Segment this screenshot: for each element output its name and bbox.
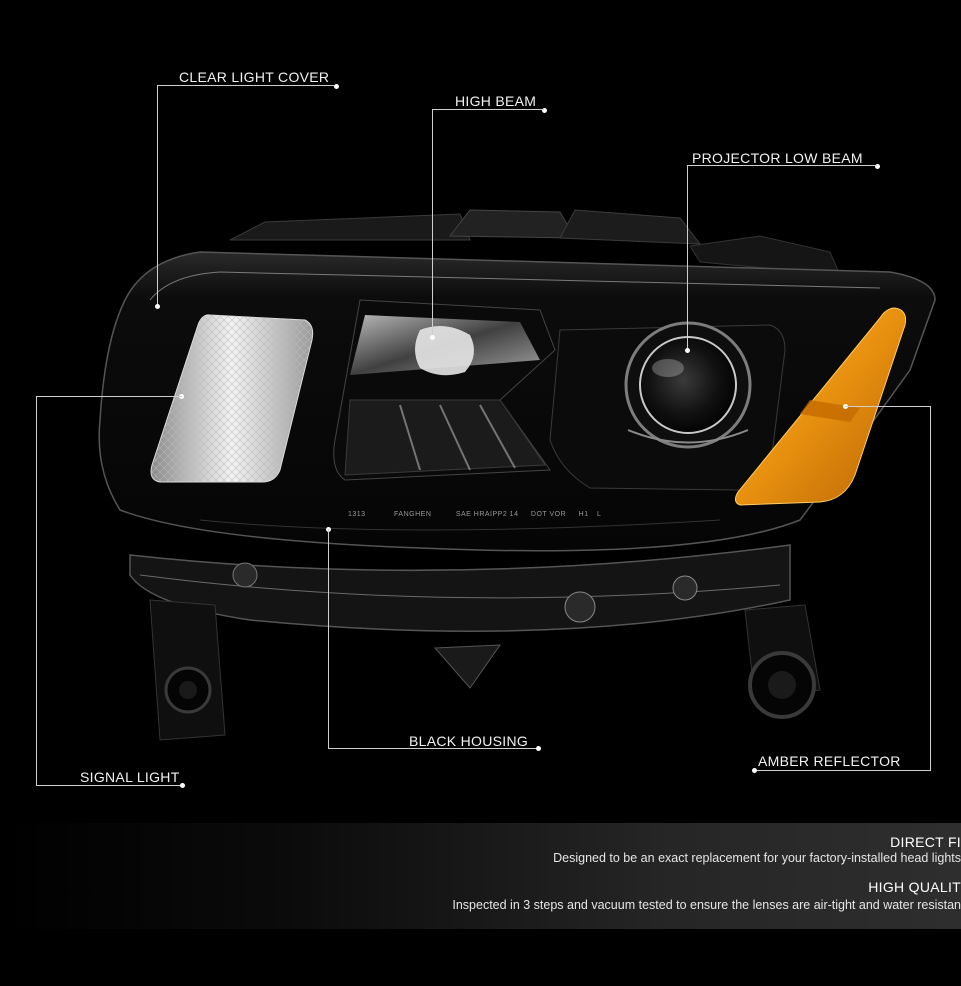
projector-low-beam-dot — [875, 164, 880, 169]
projector-low-beam-end-dot — [685, 348, 690, 353]
marking-code: 1313 — [348, 511, 366, 518]
projector-low-beam-label: PROJECTOR LOW BEAM — [692, 150, 863, 166]
marking-spec: SAE HRAIPP2 14 — [455, 511, 519, 518]
lens-markings: 1313 FANGHEN SAE HRAIPP2 14 DOT VOR H1 L — [348, 511, 601, 518]
feature-banner: DIRECT FI Designed to be an exact replac… — [0, 823, 961, 929]
feature2-title: HIGH QUALIT — [868, 879, 961, 895]
projector-low-beam-line-h — [687, 165, 877, 166]
signal-light-line-h-bottom — [36, 785, 183, 786]
signal-light-dot — [180, 783, 185, 788]
mounting-tabs — [149, 599, 821, 741]
high-beam-label: HIGH BEAM — [455, 93, 537, 109]
high-beam-dot — [542, 108, 547, 113]
marking-side: L — [597, 511, 602, 518]
projector-low-beam — [549, 321, 786, 491]
amber-reflector-dot — [752, 768, 757, 773]
high-beam-line-v — [432, 109, 433, 337]
clear-light-cover-end-dot — [155, 304, 160, 309]
signal-light-line-v — [36, 396, 37, 786]
signal-light-line-h-top — [36, 396, 182, 397]
amber-reflector-line-h-bottom — [756, 770, 931, 771]
feature2-text: Inspected in 3 steps and vacuum tested t… — [452, 898, 961, 912]
clear-light-cover-dot — [334, 84, 339, 89]
marking-maker: FANGHEN — [394, 511, 432, 518]
high-beam-end-dot — [430, 335, 435, 340]
marking-dot: DOT VOR — [530, 511, 567, 518]
black-housing-line-v — [328, 529, 329, 749]
feature1-title: DIRECT FI — [890, 834, 961, 850]
projector-low-beam-line-v — [687, 165, 688, 350]
signal-light-label: SIGNAL LIGHT — [80, 769, 180, 785]
black-housing-line-h — [328, 748, 538, 749]
feature1-text: Designed to be an exact replacement for … — [553, 851, 961, 865]
high-beam-reflector — [333, 299, 556, 481]
amber-reflector-line-h-top — [845, 406, 931, 407]
marking-bulb: H1 — [578, 511, 589, 518]
lower-skirt — [129, 544, 791, 689]
high-beam-line-h — [432, 109, 544, 110]
clear-light-cover-line-v — [157, 85, 158, 307]
amber-reflector-lens — [734, 307, 906, 506]
clear-light-cover-label: CLEAR LIGHT COVER — [179, 69, 330, 85]
clear-light-cover-line-h — [157, 85, 335, 86]
amber-reflector-line-v — [930, 406, 931, 771]
amber-reflector-label: AMBER REFLECTOR — [758, 753, 901, 769]
black-housing-dot — [536, 746, 541, 751]
top-bracket — [229, 209, 841, 276]
black-housing-label: BLACK HOUSING — [409, 733, 529, 749]
signal-light-lens — [150, 314, 314, 483]
